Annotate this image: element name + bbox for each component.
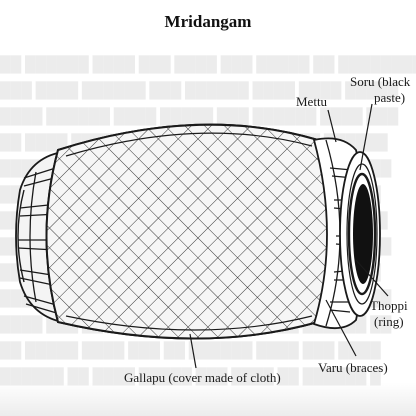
label-soru-line2: paste)	[374, 90, 405, 105]
label-thoppi-line1: Thoppi	[370, 298, 408, 313]
label-thoppi-line2: (ring)	[374, 314, 404, 329]
gallapu-cover	[20, 90, 360, 370]
soru-paste	[353, 184, 373, 284]
label-gallapu: Gallapu (cover made of cloth)	[124, 370, 281, 385]
label-soru-line1: Soru (black	[350, 74, 410, 89]
label-varu: Varu (braces)	[318, 360, 388, 375]
label-mettu: Mettu	[296, 94, 327, 109]
